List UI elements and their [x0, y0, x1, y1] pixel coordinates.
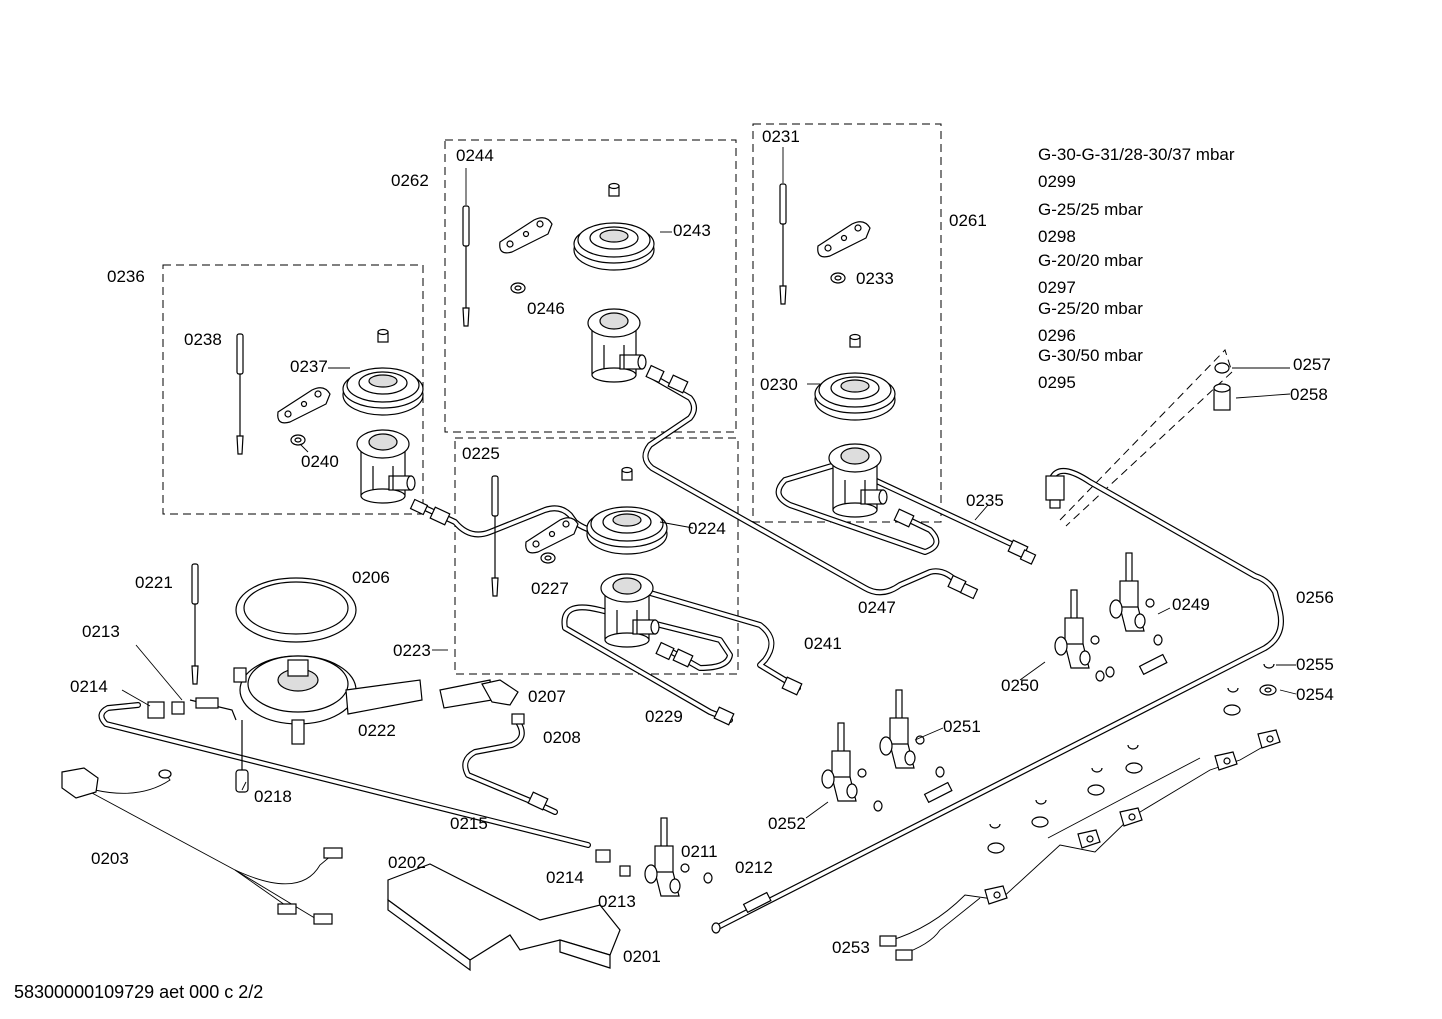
part-label-0206: 0206 — [352, 568, 390, 587]
part-label-0253: 0253 — [832, 938, 870, 957]
part-label-0214-lower: 0214 — [546, 868, 584, 887]
gas-legend-line: G-25/20 mbar — [1038, 299, 1143, 318]
part-label-0236: 0236 — [107, 267, 145, 286]
part-label-0261: 0261 — [949, 211, 987, 230]
part-label-0230: 0230 — [760, 375, 798, 394]
gas-legend-line: 0296 — [1038, 326, 1076, 345]
part-label-0221: 0221 — [135, 573, 173, 592]
part-label-0202: 0202 — [388, 853, 426, 872]
gas-legend-line: G-25/25 mbar — [1038, 200, 1143, 219]
part-label-0225: 0225 — [462, 444, 500, 463]
part-label-0258: 0258 — [1290, 385, 1328, 404]
part-label-0254: 0254 — [1296, 685, 1334, 704]
gas-legend-line: G-30/50 mbar — [1038, 346, 1143, 365]
part-label-0244: 0244 — [456, 146, 494, 165]
part-label-0262: 0262 — [391, 171, 429, 190]
gas-legend-line: 0297 — [1038, 278, 1076, 297]
part-label-0235: 0235 — [966, 491, 1004, 510]
part-label-0203: 0203 — [91, 849, 129, 868]
part-label-0222: 0222 — [358, 721, 396, 740]
part-label-0227: 0227 — [531, 579, 569, 598]
part-label-0233: 0233 — [856, 269, 894, 288]
part-label-0249: 0249 — [1172, 595, 1210, 614]
gas-legend-line: G-30-G-31/28-30/37 mbar — [1038, 145, 1235, 164]
part-label-0212: 0212 — [735, 858, 773, 877]
part-label-0256: 0256 — [1296, 588, 1334, 607]
part-label-0215: 0215 — [450, 814, 488, 833]
part-label-0229: 0229 — [645, 707, 683, 726]
part-label-0213-lower: 0213 — [598, 892, 636, 911]
part-label-0231: 0231 — [762, 127, 800, 146]
part-label-0243: 0243 — [673, 221, 711, 240]
part-label-0255: 0255 — [1296, 655, 1334, 674]
part-label-0237: 0237 — [290, 357, 328, 376]
part-label-0246: 0246 — [527, 299, 565, 318]
gas-legend-line: 0299 — [1038, 172, 1076, 191]
part-label-0223: 0223 — [393, 641, 431, 660]
part-label-0201: 0201 — [623, 947, 661, 966]
gas-legend-line: G-20/20 mbar — [1038, 251, 1143, 270]
part-label-0250: 0250 — [1001, 676, 1039, 695]
part-label-0224: 0224 — [688, 519, 726, 538]
document-id-footer: 58300000109729 aet 000 c 2/2 — [14, 982, 264, 1002]
part-label-0214-left: 0214 — [70, 677, 108, 696]
part-label-0252: 0252 — [768, 814, 806, 833]
part-label-0247: 0247 — [858, 598, 896, 617]
gas-legend-line: 0298 — [1038, 227, 1076, 246]
part-label-0208: 0208 — [543, 728, 581, 747]
part-label-0251: 0251 — [943, 717, 981, 736]
part-label-0257: 0257 — [1293, 355, 1331, 374]
part-label-0211: 0211 — [681, 842, 718, 861]
part-label-0241: 0241 — [804, 634, 842, 653]
part-label-0213-upper: 0213 — [82, 622, 120, 641]
part-label-0207: 0207 — [528, 687, 566, 706]
part-label-0238: 0238 — [184, 330, 222, 349]
part-label-0240: 0240 — [301, 452, 339, 471]
part-label-0218: 0218 — [254, 787, 292, 806]
gas-legend-line: 0295 — [1038, 373, 1076, 392]
